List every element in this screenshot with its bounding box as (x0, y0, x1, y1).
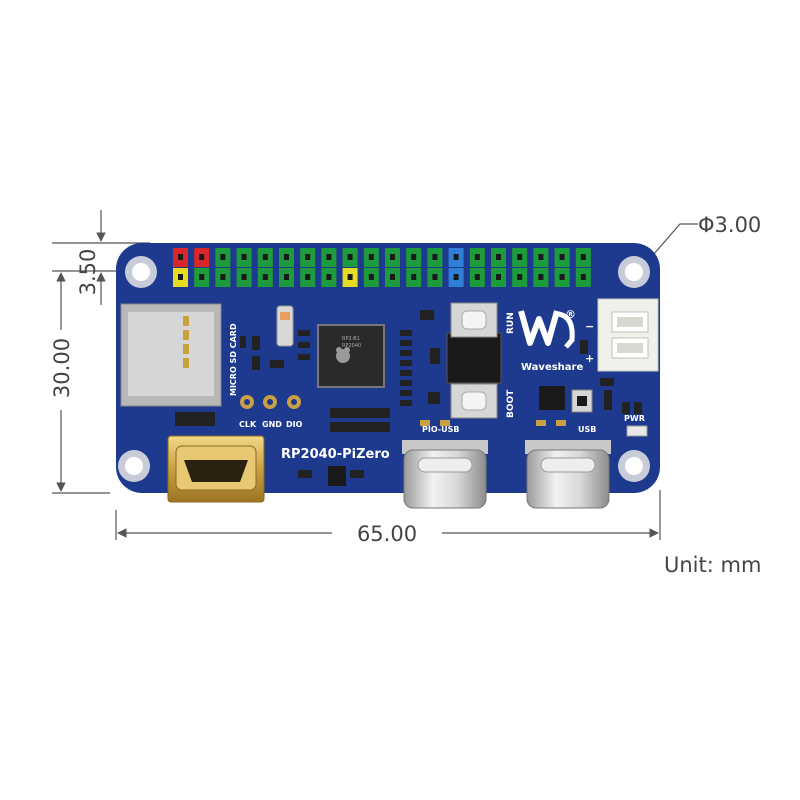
header-pin-hole (432, 274, 438, 280)
header-pin-hole (538, 274, 544, 280)
flash-chip (446, 332, 502, 384)
header-pin-hole (368, 254, 374, 260)
header-pin-hole (178, 254, 183, 260)
run-button[interactable] (450, 302, 498, 338)
board-name-label: RP2040-PiZero (281, 447, 390, 462)
header-pin-hole (411, 254, 417, 260)
pio-usb-port (402, 440, 488, 509)
header-pin-hole (517, 274, 523, 280)
plus-label: + (585, 352, 594, 365)
header-pin-hole (199, 254, 205, 260)
header-pin-hole (220, 254, 226, 260)
header-pin-hole (390, 274, 395, 280)
header-pin-hole (305, 274, 311, 280)
header-pin-hole (347, 254, 353, 260)
header-pin-hole (241, 274, 247, 280)
header-pin-hole (474, 274, 480, 280)
header-pin-hole (496, 274, 501, 280)
run-label: RUN (506, 312, 516, 334)
debug-pads (240, 395, 301, 409)
pwr-label: PWR (624, 414, 645, 423)
header-pin-hole (496, 254, 501, 260)
pcb-board (116, 243, 660, 493)
header-pin-hole (538, 254, 544, 260)
boot-button[interactable] (450, 383, 498, 419)
debug-label-dio: DIO (286, 420, 303, 429)
header-pin-hole (580, 254, 586, 260)
header-pin-hole (559, 254, 565, 260)
header-pin-hole (262, 254, 268, 260)
header-pin-hole (390, 254, 395, 260)
usb-port (525, 440, 611, 509)
mounting-holes (118, 256, 650, 482)
hole-diameter-dimension: Φ3.00 (698, 213, 761, 237)
rp2040-chip: RP2-B1 RP2040 (317, 324, 385, 388)
header-pin-hole (347, 274, 353, 280)
micro-sd-label: MICRO SD CARD (229, 323, 238, 396)
micro-sd-slot (120, 303, 222, 407)
header-pin-hole (199, 274, 205, 280)
mini-hdmi-port (167, 435, 265, 503)
header-pin-hole (559, 274, 565, 280)
debug-label-clk: CLK (239, 420, 257, 429)
vertical-spacing-dimension: 30.00 (50, 338, 74, 398)
header-pin-hole (241, 254, 247, 260)
header-pin-hole (474, 254, 480, 260)
brand-label: Waveshare (521, 362, 583, 373)
header-pin-hole (305, 254, 311, 260)
waveshare-logo (518, 310, 575, 349)
header-pin-hole (432, 254, 438, 260)
gpio-header (173, 248, 591, 287)
board-width-dimension: 65.00 (357, 522, 417, 546)
header-pin-hole (326, 254, 332, 260)
header-pin-hole (284, 254, 289, 260)
header-pin-hole (453, 254, 459, 260)
pwr-led (626, 425, 648, 437)
header-pin-hole (284, 274, 289, 280)
header-pin-hole (453, 274, 459, 280)
header-pin-hole (411, 274, 417, 280)
header-pin-hole (517, 254, 523, 260)
minus-label: − (585, 320, 594, 333)
unit-label: Unit: mm (664, 553, 761, 577)
hole-offset-dimension: 3.50 (76, 249, 100, 296)
registered-mark: ® (565, 308, 576, 321)
svg-text:RP2040: RP2040 (342, 343, 361, 349)
svg-text:RP2-B1: RP2-B1 (342, 336, 360, 342)
regulator (328, 466, 346, 486)
usb-chip (539, 386, 565, 410)
debug-label-gnd: GND (262, 420, 282, 429)
header-pin-hole (262, 274, 268, 280)
boot-label: BOOT (506, 389, 516, 418)
header-pin-hole (220, 274, 226, 280)
header-pin-hole (178, 274, 183, 280)
header-pin-hole (368, 274, 374, 280)
power-connector (597, 298, 659, 372)
usb-label: USB (578, 425, 596, 434)
header-pin-hole (326, 274, 332, 280)
header-pin-hole (580, 274, 586, 280)
pio-usb-label: PIO-USB (422, 425, 459, 434)
